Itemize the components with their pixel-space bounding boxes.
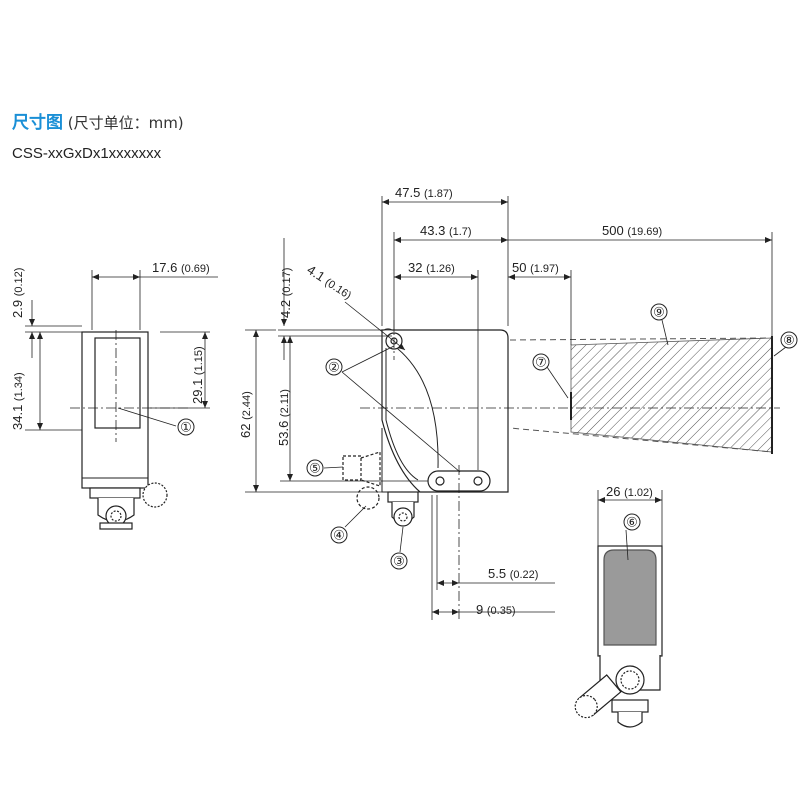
model-number: CSS-xxGxDx1xxxxxxx xyxy=(12,145,162,162)
light-spot-hatch xyxy=(570,337,773,453)
side-housing xyxy=(381,328,509,493)
page-title: 尺寸图 (尺寸单位：mm) xyxy=(12,108,184,133)
side-callout-leaders xyxy=(323,319,787,553)
side-dimensions xyxy=(245,196,773,620)
dim-2-9: 2.9 (0.12) xyxy=(10,268,25,318)
callout-4: ④ xyxy=(333,528,345,543)
dim-9: 9 (0.35) xyxy=(476,602,516,617)
title-main: 尺寸图 xyxy=(12,113,63,133)
rear-dimensions xyxy=(597,490,663,561)
dim-47-5: 47.5 (1.87) xyxy=(395,185,453,200)
dim-50: 50 (1.97) xyxy=(512,260,559,275)
dim-17-6: 17.6 (0.69) xyxy=(152,260,210,275)
rear-view xyxy=(574,545,663,728)
light-beam xyxy=(509,336,780,454)
callout-5: ⑤ xyxy=(309,461,321,476)
callout-6-marker xyxy=(623,513,641,531)
front-window xyxy=(94,337,141,429)
callout-6: ⑥ xyxy=(626,515,638,530)
dim-4-1: 4.1 (0.16) xyxy=(304,262,354,302)
dim-53-6: 53.6 (2.11) xyxy=(276,389,291,446)
callout-7: ⑦ xyxy=(535,355,547,370)
callout-9: ⑨ xyxy=(653,305,665,320)
dim-43-3: 43.3 (1.7) xyxy=(420,223,472,238)
front-dimensions xyxy=(25,270,218,431)
callout-8: ⑧ xyxy=(783,333,795,348)
callout-1: ① xyxy=(180,420,192,435)
dim-34-1: 34.1 (1.34) xyxy=(10,372,25,430)
dim-4-2: 4.2 (0.17) xyxy=(278,268,293,318)
dim-5-5: 5.5 (0.22) xyxy=(488,566,538,581)
rear-display-panel xyxy=(603,549,657,646)
side-callouts: ② ⑤ ④ ③ ⑦ ⑨ ⑧ xyxy=(306,303,798,570)
dim-26: 26 (1.02) xyxy=(606,484,653,499)
dim-500: 500 (19.69) xyxy=(602,223,662,238)
callout-3: ③ xyxy=(393,554,405,569)
dim-62: 62 (2.44) xyxy=(238,391,253,438)
side-view xyxy=(342,320,540,620)
callout-2: ② xyxy=(328,360,340,375)
dim-29-1: 29.1 (1.15) xyxy=(190,346,205,404)
title-unit-note: (尺寸单位：mm) xyxy=(67,114,184,132)
dim-32: 32 (1.26) xyxy=(408,260,455,275)
callout-1-marker xyxy=(177,418,195,436)
front-view xyxy=(70,330,190,530)
